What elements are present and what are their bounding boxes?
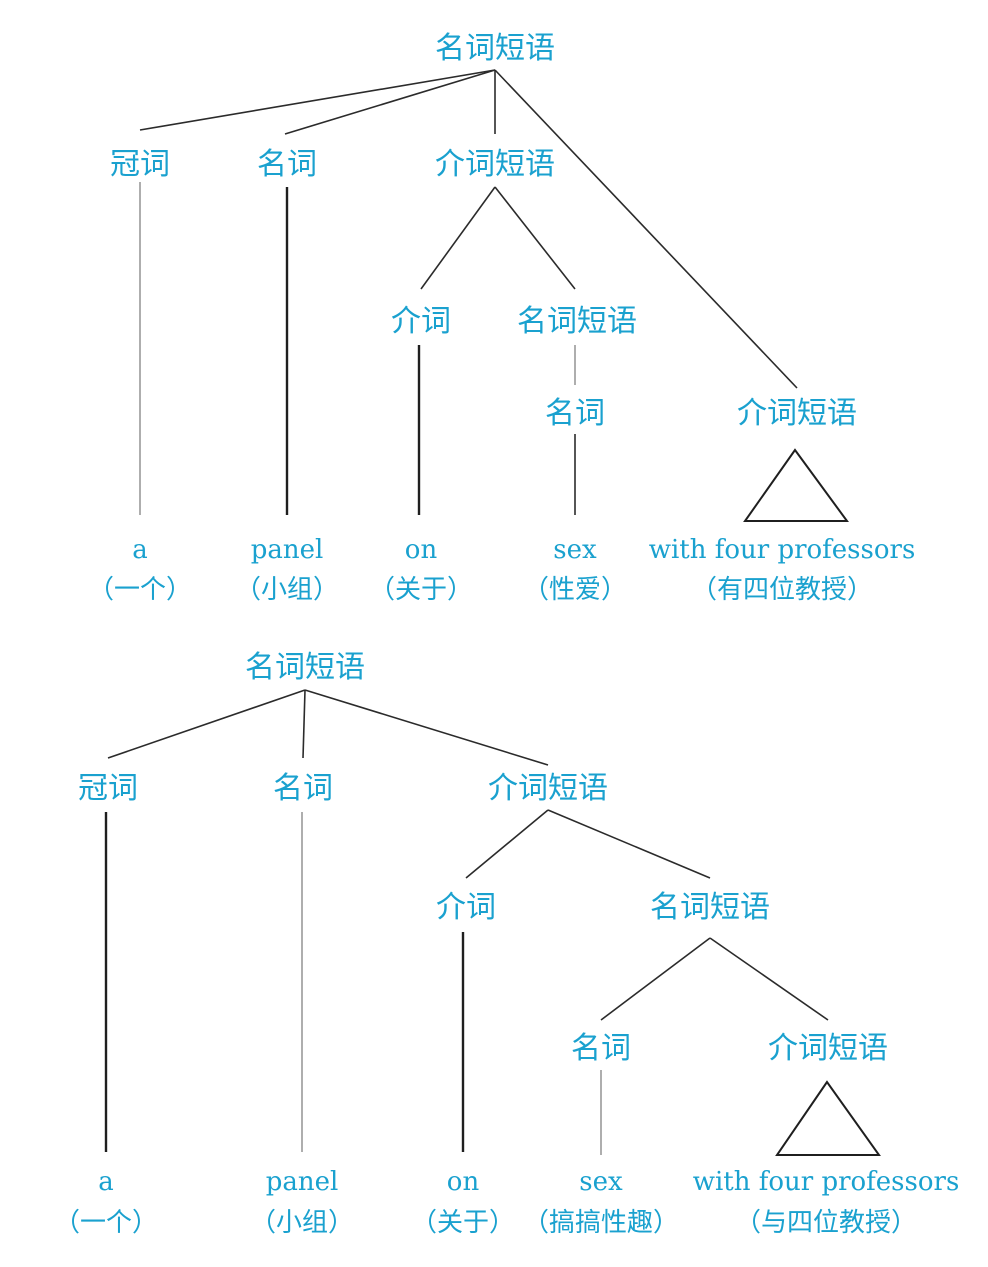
leaf-word-a: a (132, 535, 148, 565)
node-n2-label: 名词 (545, 396, 605, 431)
leaf-word-on: on (405, 535, 438, 565)
node-n2-label: 名词 (571, 1031, 631, 1066)
edge-np-det (139, 69, 496, 131)
leaf-word-with: with four professors (649, 535, 916, 565)
node-det-label: 冠词 (110, 147, 170, 182)
node-n-label: 名词 (257, 147, 317, 182)
leaf-gloss-a: （一个） (88, 575, 192, 605)
node-pp2-label: 介词短语 (768, 1031, 888, 1066)
leaf-gloss-with: （有四位教授） (691, 575, 873, 605)
leaf-gloss-on: （关于） (411, 1208, 515, 1238)
tree-1-edges (139, 69, 849, 522)
leaf-word-sex: sex (553, 535, 597, 565)
edge-np2-pp2 (709, 937, 829, 1021)
leaf-gloss-panel: （小组） (250, 1208, 354, 1238)
edge-np-pp2 (494, 69, 798, 389)
node-det-label: 冠词 (78, 771, 138, 806)
node-p-label: 介词 (436, 890, 496, 925)
leaf-gloss-with: （与四位教授） (735, 1208, 917, 1238)
node-pp2-label: 介词短语 (737, 396, 857, 431)
leaf-gloss-a: （一个） (54, 1208, 158, 1238)
leaf-gloss-sex: （搞搞性趣） (523, 1208, 679, 1238)
node-pp-label: 介词短语 (435, 147, 555, 182)
leaf-gloss-panel: （小组） (235, 575, 339, 605)
tree-2-edges (104, 689, 881, 1156)
triangle-pp2 (775, 1080, 881, 1156)
node-pp-label: 介词短语 (488, 771, 608, 806)
edge-pp-np2 (494, 186, 576, 290)
edge-np-pp (304, 689, 549, 766)
leaf-word-panel: panel (266, 1167, 339, 1197)
tree-2: 名词短语 冠词 名词 介词短语 介词 名词短语 名词 介词短语 a （一个） p… (54, 650, 959, 1238)
leaf-word-sex: sex (579, 1167, 623, 1197)
node-p-label: 介词 (391, 304, 451, 339)
node-np-label: 名词短语 (245, 650, 365, 685)
edge-np-n (284, 69, 496, 135)
edge-pp-p (420, 186, 496, 290)
edge-np-det (107, 689, 306, 759)
leaf-gloss-on: （关于） (369, 575, 473, 605)
node-np-label: 名词短语 (435, 31, 555, 66)
triangle-pp2 (743, 448, 849, 522)
leaf-word-on: on (447, 1167, 480, 1197)
node-n-label: 名词 (273, 771, 333, 806)
tree-1: 名词短语 冠词 名词 介词短语 介词 名词短语 名词 介词短语 a （一个） p… (88, 31, 915, 605)
leaf-word-panel: panel (251, 535, 324, 565)
edge-pp-np2 (547, 809, 711, 879)
node-np2-label: 名词短语 (517, 304, 637, 339)
edge-np2-n2 (600, 937, 711, 1021)
node-np2-label: 名词短语 (650, 890, 770, 925)
leaf-word-with: with four professors (693, 1167, 960, 1197)
edge-np-n (302, 689, 306, 759)
leaf-word-a: a (98, 1167, 114, 1197)
leaf-gloss-sex: （性爱） (523, 575, 627, 605)
edge-pp-p (465, 809, 549, 879)
